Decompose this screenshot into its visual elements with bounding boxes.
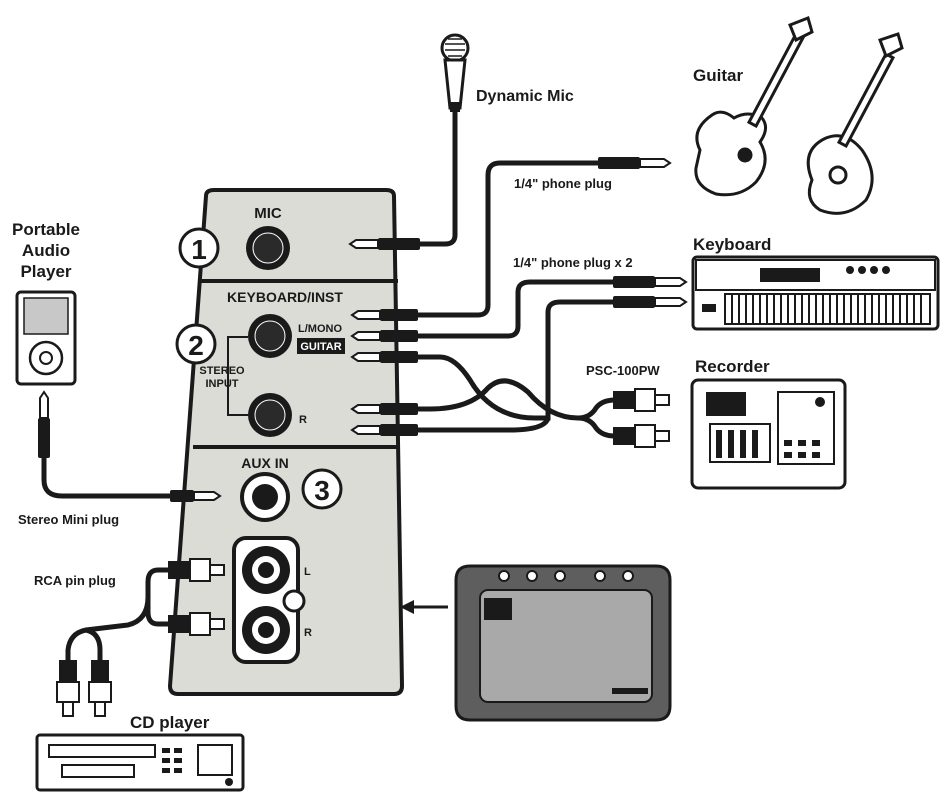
recorder-label: Recorder xyxy=(695,357,770,376)
psc-cable-bottom xyxy=(415,415,551,433)
cd-player-icon xyxy=(35,733,245,792)
number-badge-1 xyxy=(178,227,220,269)
keyboard-plug-1-device xyxy=(613,276,688,288)
cd-rca-plug-l xyxy=(56,660,80,717)
number-badge-1-text: 1 xyxy=(191,234,207,265)
stereo-input-line2: INPUT xyxy=(206,378,239,390)
mic-cable xyxy=(417,107,458,247)
keyboard-plug-1-panel xyxy=(350,330,418,342)
rca-l-label: L xyxy=(304,566,311,578)
dynamic-mic-label: Dynamic Mic xyxy=(476,88,574,105)
phone-plug-label: 1/4" phone plug xyxy=(514,176,612,191)
microphone-icon xyxy=(440,33,470,112)
psc-split xyxy=(575,397,618,439)
arrow-left-icon xyxy=(400,600,448,614)
inst-r-label: R xyxy=(299,414,307,426)
rca-plug-l xyxy=(168,558,225,582)
cd-player-label: CD player xyxy=(130,713,210,732)
aux-in-label: AUX IN xyxy=(241,455,288,471)
portable-player-label-1: Portable xyxy=(12,220,80,239)
keyboard-label: Keyboard xyxy=(693,235,771,254)
guitar-badge xyxy=(297,338,345,354)
number-badge-2-text: 2 xyxy=(188,330,204,361)
stereo-mini-label: Stereo Mini plug xyxy=(18,512,119,527)
keyboard-plug-2-device xyxy=(613,296,688,308)
stereo-mini-cable xyxy=(41,452,173,499)
psc-rca-plug-1 xyxy=(613,388,670,412)
guitar-badge-text: GUITAR xyxy=(300,341,341,353)
rca-r-label: R xyxy=(304,627,312,639)
device-plugs xyxy=(38,157,688,717)
amp-input-panel: MIC 1 KEYBOARD/INST L/MONO GUITAR 2 STER… xyxy=(167,188,405,696)
recorder-icon xyxy=(690,378,847,490)
rca-pin-label: RCA pin plug xyxy=(34,573,116,588)
portable-player-icon xyxy=(15,290,77,386)
keyboard-icon xyxy=(691,255,940,331)
number-badge-3 xyxy=(301,468,343,510)
player-mini-plug xyxy=(38,390,50,458)
psc-plug-panel-1 xyxy=(350,403,418,415)
psc-rca-plug-2 xyxy=(613,424,670,448)
panel-plugs xyxy=(168,238,420,636)
guitar-plug-device xyxy=(598,157,672,169)
amplifier-icon xyxy=(454,564,672,722)
psc-cable-top xyxy=(415,378,581,421)
keyboard-cable-2 xyxy=(415,299,618,421)
psc-plug-panel-2 xyxy=(350,424,418,436)
rca-center-knob xyxy=(282,589,306,613)
portable-player-label-2: Audio xyxy=(22,241,70,260)
phone-plug-x2-label: 1/4" phone plug x 2 xyxy=(513,255,633,270)
cd-rca-plug-r xyxy=(88,660,112,717)
keyboard-inst-label: KEYBOARD/INST xyxy=(227,289,343,305)
guitar-label: Guitar xyxy=(693,66,743,85)
rca-plug-r xyxy=(168,612,225,636)
stereo-bracket xyxy=(227,336,248,416)
keyboard-plug-2-panel xyxy=(350,351,418,363)
panel-shape xyxy=(167,188,405,696)
number-badge-2 xyxy=(175,323,217,365)
mic-plug xyxy=(348,238,420,250)
rca-cable xyxy=(65,567,173,665)
number-badge-3-text: 3 xyxy=(314,475,330,506)
mic-jack-label: MIC xyxy=(254,205,282,222)
guitar-plug-panel xyxy=(350,309,418,321)
guitar-icon xyxy=(694,16,904,215)
l-mono-label: L/MONO xyxy=(298,323,342,335)
psc-label: PSC-100PW xyxy=(586,363,660,378)
portable-player-label-3: Player xyxy=(20,262,71,281)
cables xyxy=(41,107,618,665)
keyboard-cable-1 xyxy=(415,279,618,339)
guitar-cable xyxy=(415,160,603,318)
stereo-mini-plug xyxy=(170,490,222,502)
stereo-input-line1: STEREO xyxy=(199,365,245,377)
